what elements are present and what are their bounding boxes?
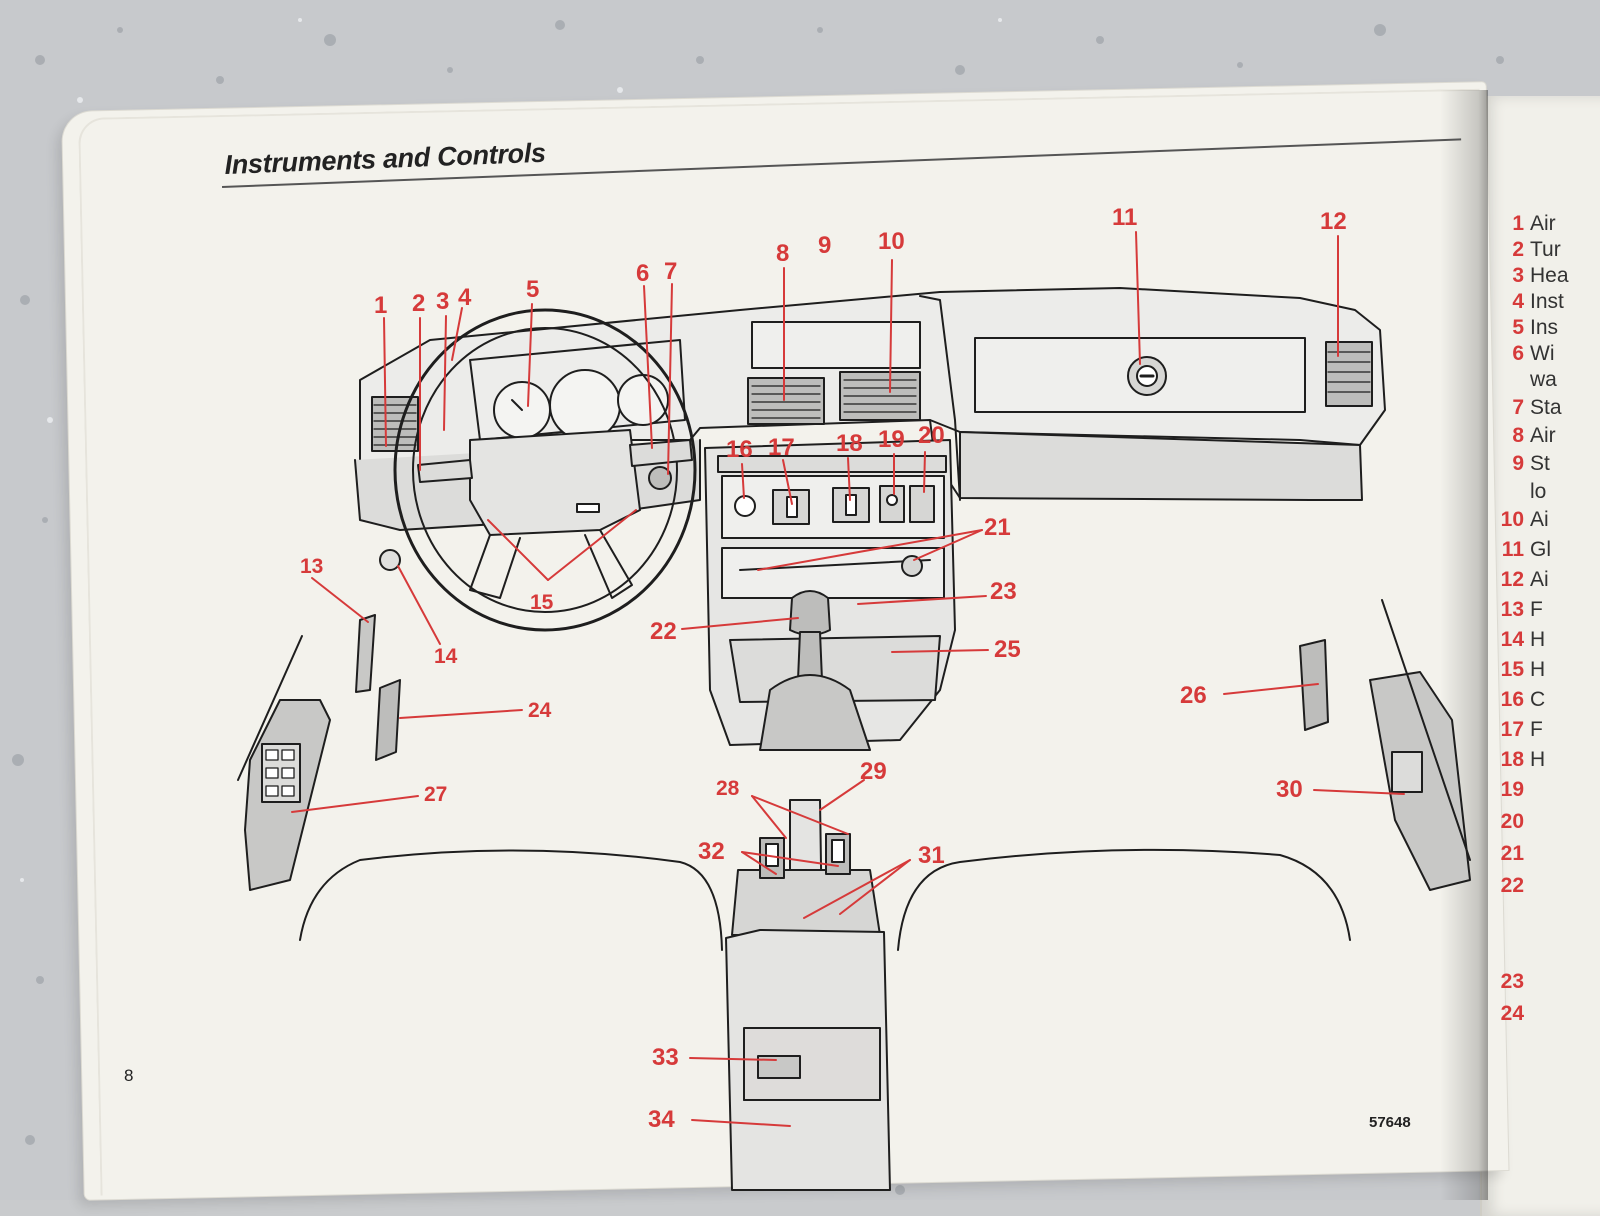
callout-28: 28: [716, 777, 740, 800]
callout-8: 8: [776, 240, 790, 267]
callout-4: 4: [458, 284, 472, 311]
page-number: 8: [124, 1066, 134, 1085]
callout-5: 5: [526, 276, 540, 303]
callout-32: 32: [698, 838, 725, 865]
callout-22: 22: [650, 618, 677, 645]
callout-29: 29: [860, 758, 887, 785]
callout-31: 31: [918, 842, 945, 869]
callout-10: 10: [878, 228, 905, 255]
callout-15: 15: [530, 591, 554, 614]
callout-18: 18: [836, 430, 863, 457]
callout-3: 3: [436, 288, 450, 315]
callout-25: 25: [994, 636, 1021, 663]
callout-11: 11: [1112, 204, 1138, 231]
callout-1: 1: [374, 292, 388, 319]
callout-26: 26: [1180, 682, 1207, 709]
callout-12: 12: [1320, 208, 1347, 235]
callout-27: 27: [424, 783, 448, 806]
callout-13: 13: [300, 555, 324, 578]
callout-20: 20: [918, 422, 945, 449]
callout-7: 7: [664, 258, 678, 285]
book-gutter-shadow: [1440, 90, 1488, 1200]
callout-6: 6: [636, 260, 650, 287]
callout-16: 16: [726, 436, 753, 463]
steering-wheel: [393, 308, 697, 632]
right-air-vent: [1325, 341, 1373, 407]
figure-reference-number: 57648: [1369, 1114, 1411, 1131]
gear-lever-knob: [789, 590, 831, 636]
callout-33: 33: [652, 1044, 679, 1071]
callout-9: 9: [818, 232, 832, 259]
callout-19: 19: [878, 426, 905, 453]
callout-30: 30: [1276, 776, 1303, 803]
callout-21: 21: [984, 514, 1011, 541]
center-vent-left: [747, 377, 825, 425]
storage-compartment: [751, 321, 921, 369]
callout-34: 34: [648, 1106, 675, 1133]
callout-2: 2: [412, 290, 426, 317]
callout-17: 17: [768, 434, 795, 461]
callout-24: 24: [528, 699, 552, 722]
left-air-vent: [371, 396, 419, 452]
callout-23: 23: [990, 578, 1017, 605]
callout-14: 14: [434, 645, 458, 668]
